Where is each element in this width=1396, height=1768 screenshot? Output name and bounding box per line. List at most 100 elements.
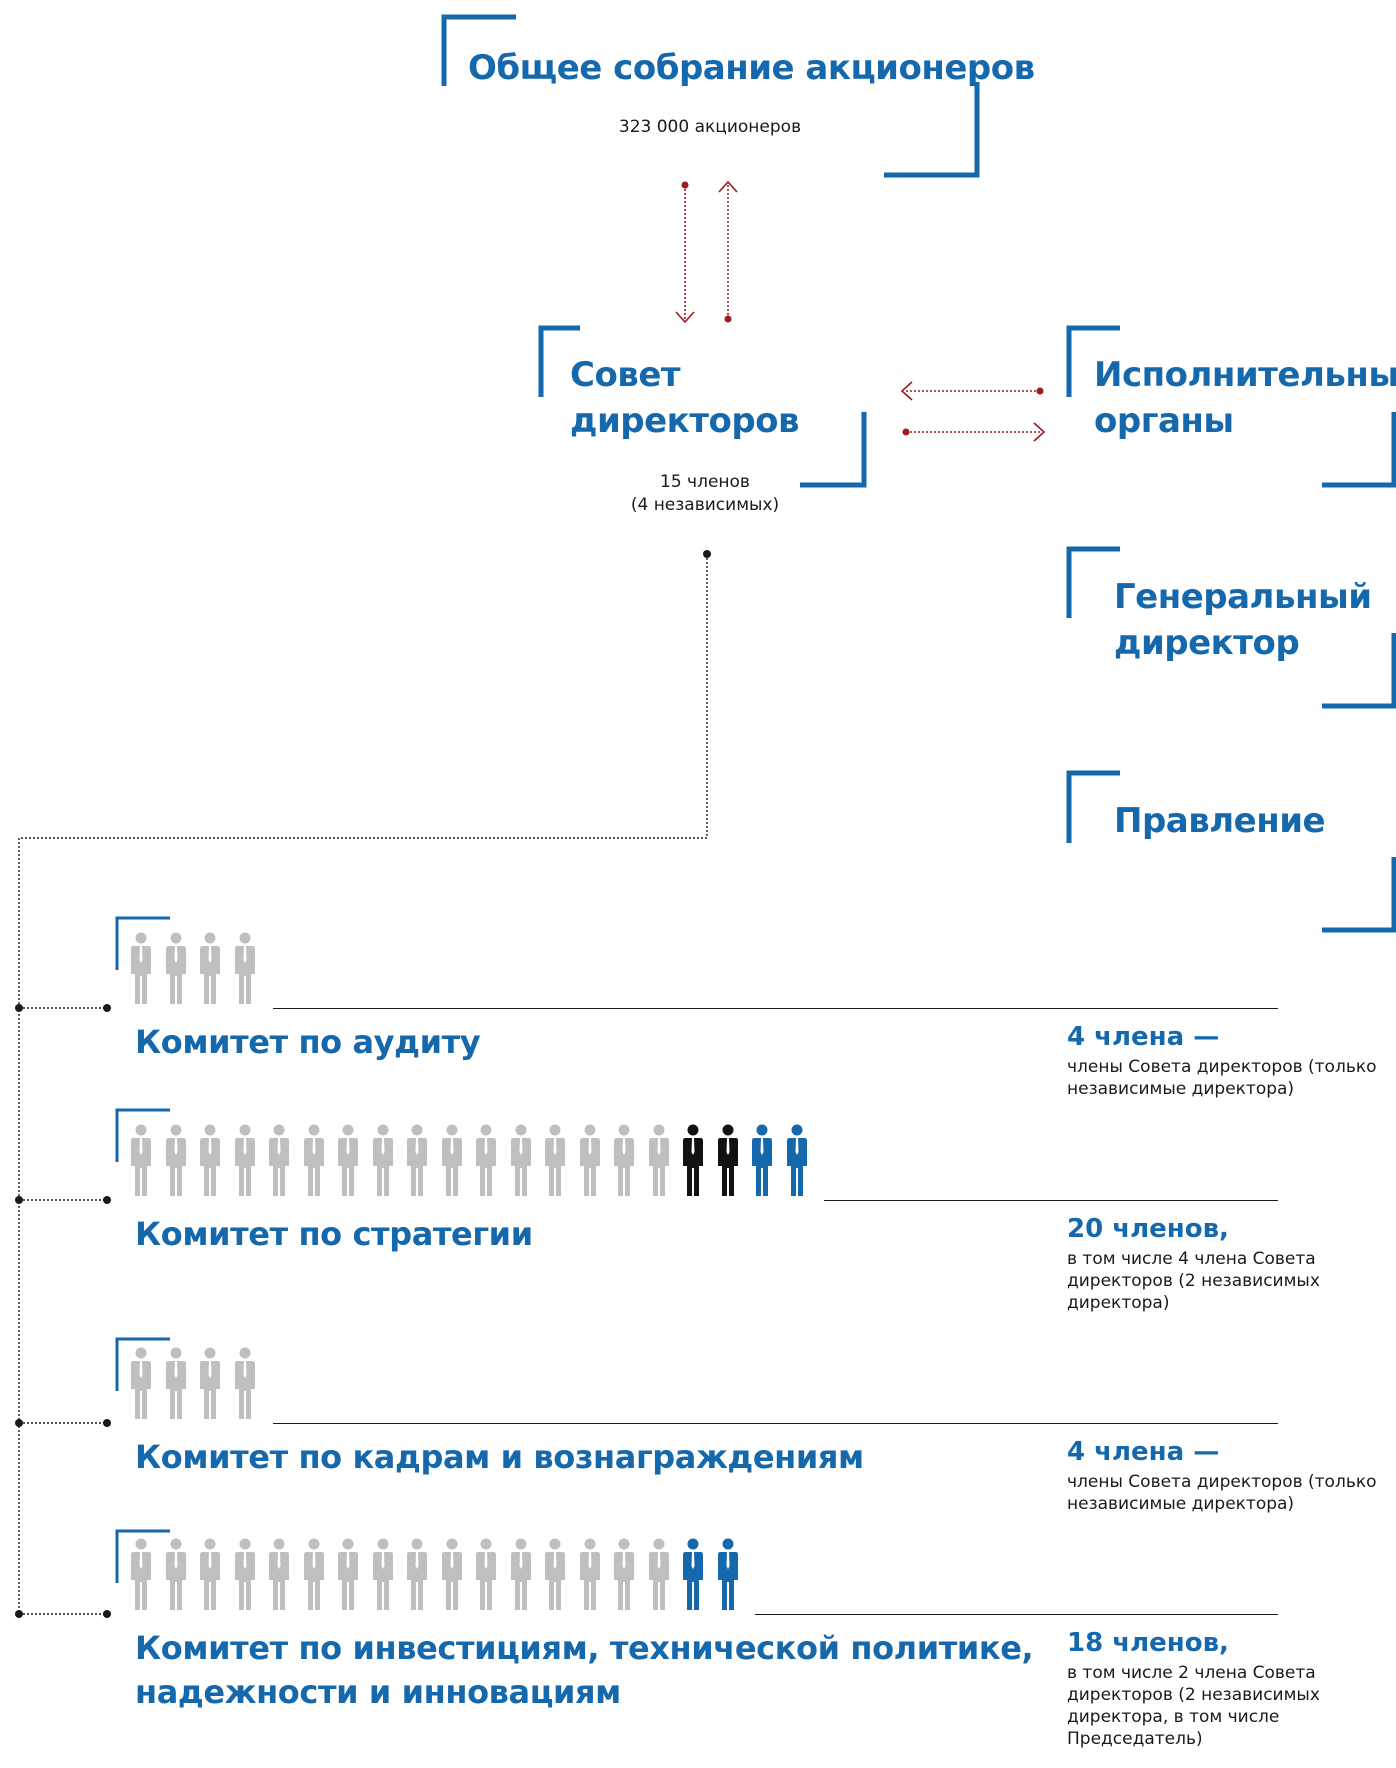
arrow-icon <box>900 381 1046 442</box>
committee-divider <box>755 1614 1278 1615</box>
committee-count-desc: в том числе 2 члена Совета директоров (2… <box>1067 1663 1320 1749</box>
shareholders-count: 323 000 акционеров <box>618 117 802 137</box>
person-icon <box>683 1124 703 1196</box>
committee-title: Комитет по кадрам и вознаграждениям <box>135 1435 864 1479</box>
person-icon <box>476 1124 496 1196</box>
person-icon <box>165 1538 186 1610</box>
person-icon <box>269 1538 289 1610</box>
committee-bracket <box>115 1337 170 1391</box>
person-icon <box>165 1347 186 1419</box>
person-icon <box>338 1538 358 1610</box>
executive-title-line2: органы <box>1094 401 1234 441</box>
management-bracket-top <box>1066 770 1120 843</box>
committee-title-line1: Комитет по инвестициям, технической поли… <box>135 1629 1034 1667</box>
person-icon <box>303 1538 324 1610</box>
person-icon <box>648 1538 669 1610</box>
person-icon <box>614 1538 634 1610</box>
board-members-line2: (4 независимых) <box>630 495 780 515</box>
ceo-bracket-bottom <box>1322 633 1396 709</box>
committee-bracket <box>115 1529 170 1583</box>
executive-bracket-top <box>1066 325 1120 397</box>
person-icon <box>303 1124 324 1196</box>
person-icon <box>234 932 255 1004</box>
committee-count: 4 члена — <box>1067 1437 1220 1467</box>
committee-count-desc: члены Совета директоров (только независи… <box>1067 1472 1377 1514</box>
shareholders-bracket-bottom <box>884 82 980 178</box>
person-icon <box>648 1124 669 1196</box>
arrow-icon <box>675 180 738 324</box>
person-icon <box>269 1124 289 1196</box>
shareholders-bracket-top <box>441 14 516 86</box>
person-icon <box>441 1538 462 1610</box>
committee-title: Комитет по стратегии <box>135 1212 533 1256</box>
ceo-title-line1: Генеральный <box>1114 577 1372 617</box>
committee-count: 4 члена — <box>1067 1022 1220 1052</box>
person-icon <box>683 1538 703 1610</box>
executive-title: Исполнительные органы <box>1094 352 1396 444</box>
person-icon <box>372 1538 393 1610</box>
person-icon <box>717 1124 738 1196</box>
person-icon <box>545 1538 565 1610</box>
person-icon <box>200 1538 220 1610</box>
committee-count-desc: члены Совета директоров (только независи… <box>1067 1057 1377 1099</box>
person-icon <box>407 1538 427 1610</box>
board-members: 15 членов (4 независимых) <box>590 471 820 517</box>
committee-title-line1: Комитет по кадрам и вознаграждениям <box>135 1438 864 1476</box>
executive-bracket-bottom <box>1322 412 1396 488</box>
member-figures <box>130 1538 751 1614</box>
person-icon <box>579 1124 600 1196</box>
board-title-line1: Совет <box>570 355 681 395</box>
committee-count: 20 членов, <box>1067 1214 1229 1244</box>
person-icon <box>165 932 186 1004</box>
member-figures <box>130 1124 820 1200</box>
person-icon <box>717 1538 738 1610</box>
person-icon <box>545 1124 565 1196</box>
member-figures <box>130 932 268 1008</box>
committee-title-line1: Комитет по стратегии <box>135 1215 533 1253</box>
person-icon <box>234 1538 255 1610</box>
person-icon <box>786 1124 807 1196</box>
person-icon <box>407 1124 427 1196</box>
person-icon <box>372 1124 393 1196</box>
committee-connector <box>18 554 708 1615</box>
person-icon <box>234 1124 255 1196</box>
committee-bracket <box>115 916 170 970</box>
committee-title-line2: надежности и инновациям <box>135 1673 621 1711</box>
committee-title: Комитет по инвестициям, технической поли… <box>135 1626 1034 1714</box>
board-bracket-top <box>538 325 580 397</box>
person-icon <box>200 932 220 1004</box>
ceo-bracket-top <box>1066 546 1120 618</box>
committee-title-line1: Комитет по аудиту <box>135 1023 481 1061</box>
management-bracket-bottom <box>1322 857 1396 933</box>
ceo-title: Генеральный директор <box>1114 574 1372 666</box>
management-board-title: Правление <box>1114 801 1326 841</box>
person-icon <box>234 1347 255 1419</box>
person-icon <box>752 1124 772 1196</box>
ceo-title-line2: директор <box>1114 623 1300 663</box>
person-icon <box>131 1124 151 1196</box>
committee-divider <box>273 1423 1278 1424</box>
person-icon <box>579 1538 600 1610</box>
board-members-line1: 15 членов <box>660 472 750 492</box>
committee-bracket <box>115 1108 170 1162</box>
person-icon <box>131 1347 151 1419</box>
board-bracket-bottom <box>800 412 867 488</box>
executive-title-line1: Исполнительные <box>1094 355 1396 395</box>
person-icon <box>510 1124 531 1196</box>
committee-divider <box>273 1008 1278 1009</box>
person-icon <box>338 1124 358 1196</box>
person-icon <box>131 1538 151 1610</box>
person-icon <box>165 1124 186 1196</box>
person-icon <box>510 1538 531 1610</box>
committee-count: 18 членов, <box>1067 1628 1229 1658</box>
member-figures <box>130 1347 268 1423</box>
committee-count-desc: в том числе 4 члена Совета директоров (2… <box>1067 1249 1320 1313</box>
committee-title: Комитет по аудиту <box>135 1020 481 1064</box>
board-title: Совет директоров <box>570 352 800 444</box>
person-icon <box>441 1124 462 1196</box>
shareholders-title: Общее собрание акционеров <box>468 48 1035 88</box>
person-icon <box>131 932 151 1004</box>
person-icon <box>200 1347 220 1419</box>
person-icon <box>476 1538 496 1610</box>
